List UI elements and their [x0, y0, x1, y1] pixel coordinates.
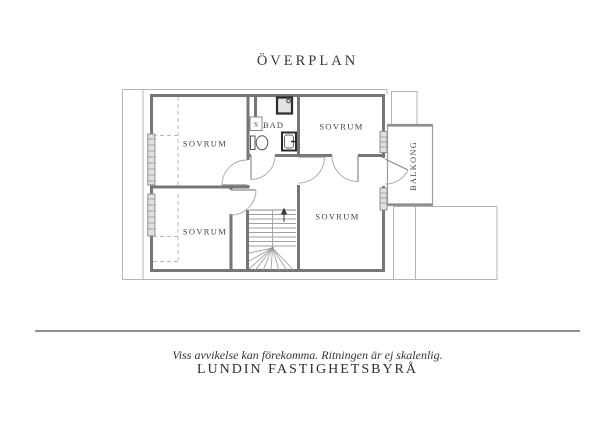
- door-bedroom-top-right: [331, 155, 359, 182]
- room-label-bedroom-bottom-left: SOVRUM: [183, 227, 227, 237]
- door-bedroom-bottom-right: [298, 156, 325, 184]
- door-balcony: [384, 158, 409, 185]
- window-right-top: [379, 131, 388, 153]
- room-label-bedroom-top-left: SOVRUM: [183, 139, 227, 149]
- toilet-icon: [250, 135, 269, 151]
- roof-outline: [122, 89, 498, 280]
- door-bedroom-top-left: [221, 159, 248, 186]
- room-label-closet: S: [254, 121, 258, 129]
- windows: [147, 131, 388, 237]
- room-label-bedroom-bottom-right: SOVRUM: [315, 212, 359, 222]
- room-label-bedroom-top-right: SOVRUM: [319, 122, 363, 132]
- door-bathroom: [250, 155, 276, 180]
- interior-walls: [150, 95, 385, 272]
- window-right-bottom: [379, 187, 388, 211]
- footer-company-name: LUNDIN FASTIGHETSBYRÅ: [196, 362, 419, 377]
- room-label-bathroom: BAD: [263, 120, 284, 130]
- room-label-balcony: BALKONG: [408, 141, 418, 191]
- room-labels: SOVRUM SOVRUM SOVRUM SOVRUM BAD S BALKON…: [183, 120, 418, 237]
- staircase: [248, 207, 296, 271]
- stair-direction-arrow: [280, 207, 288, 222]
- window-left-bottom: [147, 193, 156, 237]
- bathroom-fixtures: [249, 96, 297, 152]
- page-title: ÖVERPLAN: [256, 53, 359, 69]
- window-left-top: [147, 133, 156, 186]
- balcony-outline: [386, 123, 434, 207]
- closet-box: [249, 116, 263, 131]
- footer-disclaimer: Viss avvikelse kan förekomma. Ritningen …: [172, 348, 443, 362]
- footer-divider: [35, 330, 580, 332]
- sink-icon: [281, 131, 297, 152]
- ceiling-height-dashed-lines: [153, 97, 179, 262]
- door-bedroom-bottom-left: [230, 189, 257, 216]
- door-arcs: [221, 155, 409, 216]
- shower-icon: [275, 96, 294, 115]
